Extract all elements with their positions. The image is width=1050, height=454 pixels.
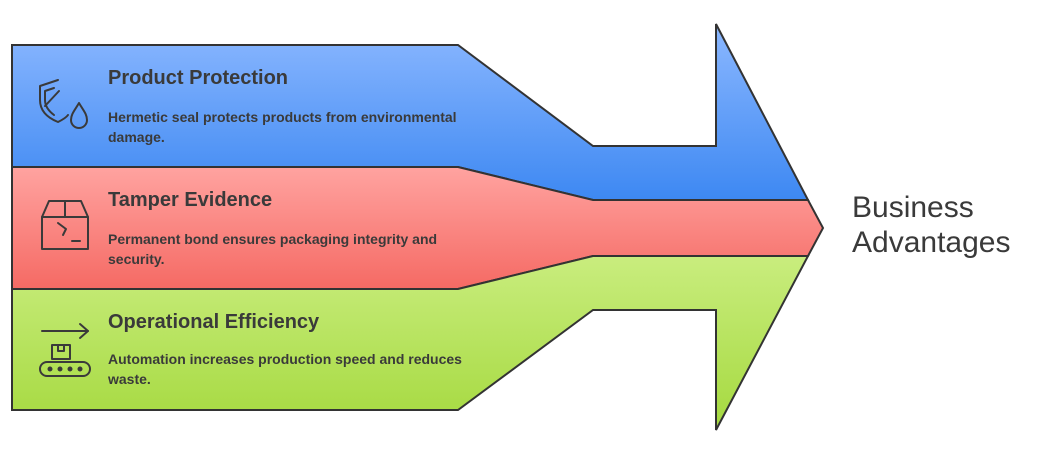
business-advantages-label: Business Advantages bbox=[852, 190, 1010, 260]
open-box-icon bbox=[41, 200, 89, 250]
tamper-evidence-title: Tamper Evidence bbox=[108, 189, 273, 211]
operational-efficiency-title: Operational Efficiency bbox=[108, 311, 320, 333]
target-label-line-2: Advantages bbox=[852, 226, 1011, 259]
conveyor-belt-icon bbox=[39, 323, 91, 377]
product-protection-title: Product Protection bbox=[108, 67, 289, 89]
shield-droplet-icon bbox=[39, 79, 88, 129]
target-label-line-1: Business bbox=[852, 191, 974, 224]
band-operational-efficiency bbox=[11, 255, 810, 431]
operational-efficiency-description: Automation increases production speed an… bbox=[108, 351, 462, 387]
tamper-evidence-description: Permanent bond ensures packaging integri… bbox=[108, 231, 438, 267]
product-protection-description: Hermetic seal protects products from env… bbox=[108, 109, 457, 145]
